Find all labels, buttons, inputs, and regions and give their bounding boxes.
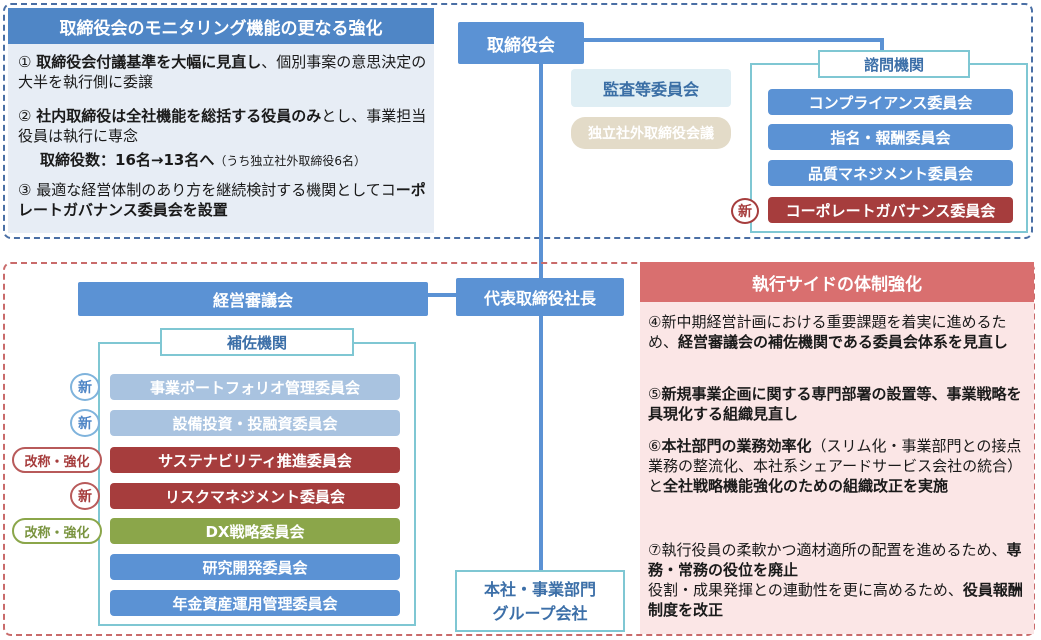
hq-groups-box: 本社・事業部門 グループ会社 xyxy=(455,570,625,632)
new-badge: 新 xyxy=(70,482,100,510)
committee-dx: DX戦略委員会 xyxy=(110,518,400,544)
new-badge: 新 xyxy=(70,409,100,437)
advisory-nomination-committee: 指名・報酬委員会 xyxy=(768,124,1013,150)
president-box: 代表取締役社長 xyxy=(456,278,624,316)
committee-portfolio: 事業ポートフォリオ管理委員会 xyxy=(110,374,400,400)
board-section-frame xyxy=(3,3,1033,239)
execution-section-frame xyxy=(3,262,1035,636)
advisory-compliance-committee: コンプライアンス委員会 xyxy=(768,89,1013,115)
board-of-directors-box: 取締役会 xyxy=(458,22,584,64)
item-7: ⑦執行役員の柔軟かつ適材適所の配置を進めるため、専務・常務の役位を廃止 役割・成… xyxy=(648,541,1023,619)
item-3: ③ 最適な経営体制のあり方を継続検討する機関としてコーポレートガバナンス委員会を… xyxy=(18,181,426,219)
audit-committee-box: 監査等委員会 xyxy=(571,69,731,107)
committee-capex: 設備投資・投融資委員会 xyxy=(110,410,400,436)
monitoring-panel: 取締役会のモニタリング機能の更なる強化 ① 取締役会付議基準を大幅に見直し、個別… xyxy=(8,8,434,233)
support-bodies-label: 補佐機関 xyxy=(160,328,354,356)
director-count: 取締役数：16名→13名へ（うち独立社外取締役6名） xyxy=(40,151,366,169)
renamed-strengthened-badge: 改称・強化 xyxy=(12,518,102,544)
item-1: ① 取締役会付議基準を大幅に見直し、個別事案の意思決定の大半を執行側に委譲 xyxy=(18,53,427,91)
monitoring-panel-title: 取締役会のモニタリング機能の更なる強化 xyxy=(8,8,434,44)
independent-directors-box: 独立社外取締役会議 xyxy=(571,117,731,149)
item-5: ⑤新規事業企画に関する専門部署の設置等、事業戦略を具現化する組織見直し xyxy=(648,385,1022,423)
item-6: ⑥本社部門の業務効率化（スリム化・事業部門との接点業務の整流化、本社系シェアード… xyxy=(648,437,1023,495)
connector-board-advisory xyxy=(582,38,882,42)
execution-panel: 執行サイドの体制強化 ④新中期経営計画における重要課題を着実に進めるため、経営審… xyxy=(640,262,1034,634)
committee-sustainability: サステナビリティ推進委員会 xyxy=(110,447,400,473)
item-2: ② 社内取締役は全社機能を総括する役員のみとし、事業担当役員は執行に専念 xyxy=(18,107,427,145)
management-council-box: 経営審議会 xyxy=(78,282,428,316)
execution-panel-title: 執行サイドの体制強化 xyxy=(640,262,1034,302)
advisory-bodies-label: 諮問機関 xyxy=(818,50,970,78)
advisory-governance-committee: コーポレートガバナンス委員会 xyxy=(768,197,1013,223)
committee-risk: リスクマネジメント委員会 xyxy=(110,483,400,509)
committee-pension: 年金資産運用管理委員会 xyxy=(110,590,400,616)
new-badge: 新 xyxy=(731,198,759,224)
item-4: ④新中期経営計画における重要課題を着実に進めるため、経営審議会の補佐機関である委… xyxy=(648,313,1008,351)
advisory-quality-committee: 品質マネジメント委員会 xyxy=(768,160,1013,186)
connector-council-president xyxy=(426,293,456,297)
connector-advisory-down xyxy=(880,38,884,60)
renamed-strengthened-badge: 改称・強化 xyxy=(12,447,102,473)
new-badge: 新 xyxy=(70,373,100,401)
committee-rnd: 研究開発委員会 xyxy=(110,554,400,580)
